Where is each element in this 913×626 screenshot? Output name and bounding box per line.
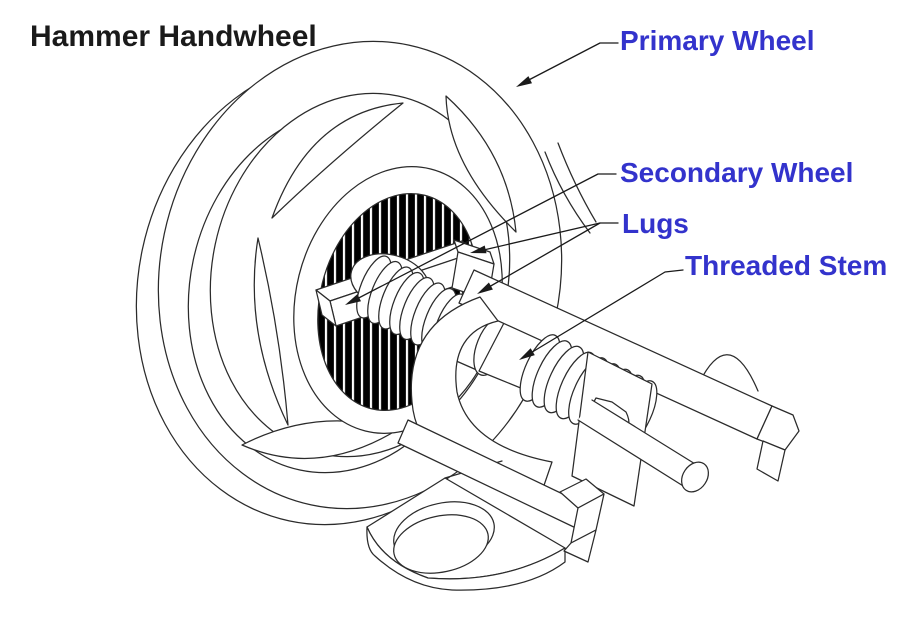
leader-arrowheads xyxy=(345,76,535,360)
handle-rod xyxy=(577,399,710,493)
leader-secondary-wheel xyxy=(348,173,617,304)
label-threaded-stem: Threaded Stem xyxy=(685,250,888,281)
arrowhead-secondary xyxy=(345,294,361,305)
spoke-openings xyxy=(241,95,597,460)
leader-lugs-2 xyxy=(481,222,601,292)
label-lugs: Lugs xyxy=(622,208,689,239)
leader-lines xyxy=(348,42,684,358)
clamp-arm xyxy=(458,269,800,482)
arrowhead-threaded xyxy=(519,348,535,360)
arrowhead-lugs-1 xyxy=(470,245,487,254)
arrowhead-lugs-2 xyxy=(477,282,493,294)
diagram-title: Hammer Handwheel xyxy=(30,20,317,53)
label-secondary-wheel: Secondary Wheel xyxy=(620,157,854,188)
arrowhead-primary xyxy=(516,76,532,87)
label-primary-wheel: Primary Wheel xyxy=(620,25,815,56)
leader-primary-wheel xyxy=(520,42,619,85)
base-plate xyxy=(366,460,566,591)
leader-threaded-stem xyxy=(523,269,684,358)
clamp-leg xyxy=(397,419,605,563)
